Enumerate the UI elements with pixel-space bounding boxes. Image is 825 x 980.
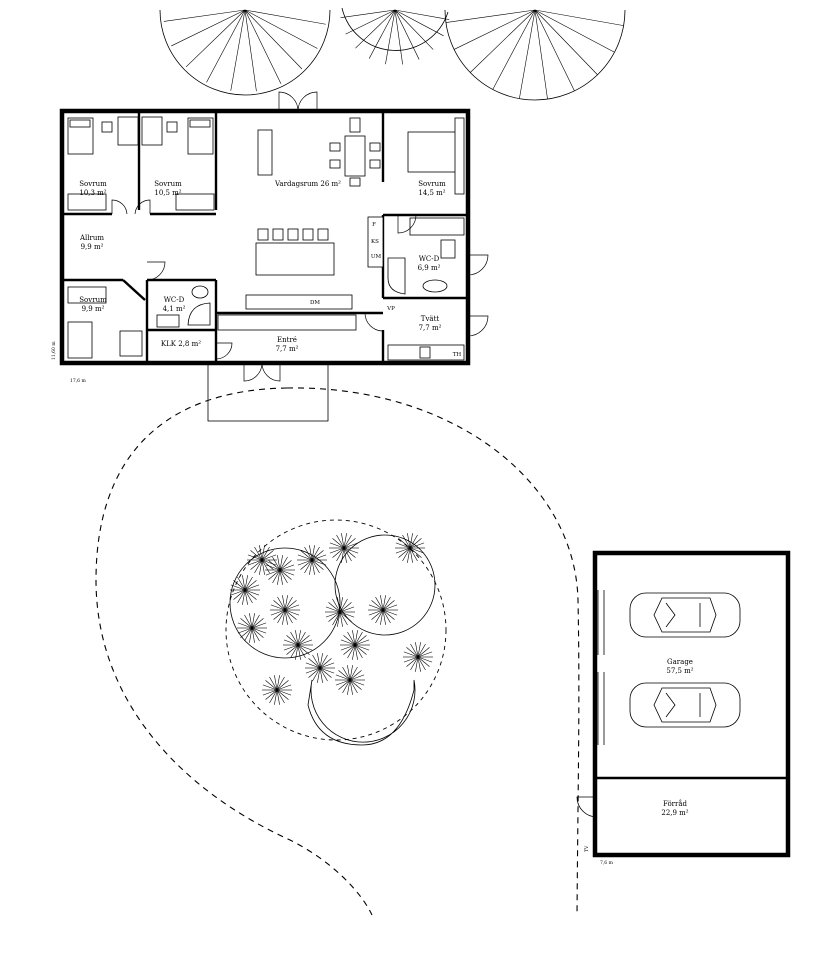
tree-ray xyxy=(534,9,624,26)
label-sovrum-2: Sovrum xyxy=(154,180,182,188)
shrub xyxy=(395,533,425,563)
shrub xyxy=(335,665,365,695)
label-dm: DM xyxy=(310,300,320,306)
tree-ray xyxy=(185,9,246,68)
shrub xyxy=(403,642,433,672)
label-sovrum-1: Sovrum xyxy=(79,180,107,188)
area-sovrum-2: 10,5 m² xyxy=(154,189,181,197)
label-th: TH xyxy=(453,352,462,358)
tree-ray xyxy=(206,9,246,83)
tree-ray xyxy=(394,9,434,50)
cars xyxy=(629,592,741,728)
tree-ray xyxy=(340,9,396,18)
area-entre: 7,7 m² xyxy=(276,345,299,353)
dim-house-width: 17,6 m xyxy=(70,378,86,384)
label-allrum: Allrum xyxy=(79,234,104,242)
tree-ray xyxy=(345,9,396,35)
tree-ray xyxy=(534,9,575,92)
label-ks: KS xyxy=(371,239,379,245)
area-wc-1: 6,9 m² xyxy=(418,264,441,272)
tree-ray xyxy=(244,9,318,49)
shrub xyxy=(262,675,292,705)
tree-ray xyxy=(244,9,282,84)
tree-ray xyxy=(519,9,536,99)
doors xyxy=(111,91,489,382)
room-labels: Sovrum 10,3 m² Sovrum 10,5 m² Vardagsrum… xyxy=(79,180,694,817)
tree-ray xyxy=(453,9,536,50)
tree-ray xyxy=(534,9,615,53)
tree-ray xyxy=(244,9,257,92)
appliance-labels: F KS UM DM VP TH xyxy=(310,222,461,358)
tree-ray xyxy=(171,9,246,47)
label-wc-2: WC-D xyxy=(164,296,185,304)
tree-ray xyxy=(492,9,536,90)
shrub xyxy=(329,533,359,563)
tree-ray xyxy=(385,9,396,65)
label-forrad: Förråd xyxy=(663,799,688,808)
label-garage: Garage xyxy=(667,658,693,666)
shrub xyxy=(340,630,370,660)
label-vp: VP xyxy=(386,306,395,312)
driveway xyxy=(95,387,580,916)
label-wc-1: WC-D xyxy=(419,255,440,263)
tree-cluster xyxy=(225,519,447,746)
shrub xyxy=(237,613,267,643)
shrub xyxy=(368,595,398,625)
tree-ray xyxy=(355,9,396,49)
shrub xyxy=(230,575,260,605)
tree-ray xyxy=(244,9,303,70)
area-sovrum-3: 14,5 m² xyxy=(418,189,445,197)
tree-ray xyxy=(534,9,598,75)
tree-ray xyxy=(163,9,246,22)
area-sovrum-1: 10,3 m² xyxy=(79,189,106,197)
area-sovrum-4: 9,9 m² xyxy=(82,305,105,313)
dim-garage-width: 7,6 m xyxy=(600,860,614,866)
shrub xyxy=(297,545,327,575)
label-sovrum-4: Sovrum xyxy=(79,296,107,304)
tree-ray xyxy=(534,9,548,100)
label-um: UM xyxy=(371,254,382,260)
shrub xyxy=(270,595,300,625)
tree-ray xyxy=(394,9,444,37)
tree-ray xyxy=(394,9,403,65)
dim-garage-height: TV xyxy=(584,845,590,852)
car-1 xyxy=(629,592,741,638)
dim-house-height: 11,60 m xyxy=(51,341,57,360)
tree-ray xyxy=(445,9,536,23)
shrub xyxy=(325,597,355,627)
furniture xyxy=(67,116,465,422)
tree-rays xyxy=(163,9,624,100)
car-2 xyxy=(629,682,741,728)
dimension-notes: 17,6 m 11,60 m 7,6 m TV xyxy=(51,341,614,866)
shrub xyxy=(305,653,335,683)
label-vardagsrum: Vardagsrum 26 m² xyxy=(274,180,341,188)
shrub xyxy=(247,545,277,575)
label-f: F xyxy=(372,222,376,228)
tree-ray xyxy=(394,9,420,60)
shrub xyxy=(265,555,295,585)
top-trees xyxy=(159,7,626,101)
tree-stars xyxy=(230,533,433,705)
label-tvatt: Tvätt xyxy=(421,315,440,323)
tree-ray xyxy=(244,9,326,25)
tree-ray xyxy=(230,9,246,91)
interior-walls xyxy=(62,111,468,363)
shrub xyxy=(283,630,313,660)
area-allrum: 9,9 m² xyxy=(81,243,104,251)
area-garage: 57,5 m² xyxy=(666,667,693,675)
garage-building xyxy=(576,550,791,858)
area-wc-2: 4,1 m² xyxy=(163,305,186,313)
tree-ray xyxy=(394,9,450,20)
label-entre: Entré xyxy=(277,336,297,344)
tree-ray xyxy=(470,9,536,73)
area-tvatt: 7,7 m² xyxy=(419,324,442,332)
label-sovrum-3: Sovrum xyxy=(418,180,446,188)
area-forrad: 22,9 m² xyxy=(661,809,688,817)
tree-ray xyxy=(368,9,396,59)
label-klk: KLK 2,8 m² xyxy=(161,340,201,348)
